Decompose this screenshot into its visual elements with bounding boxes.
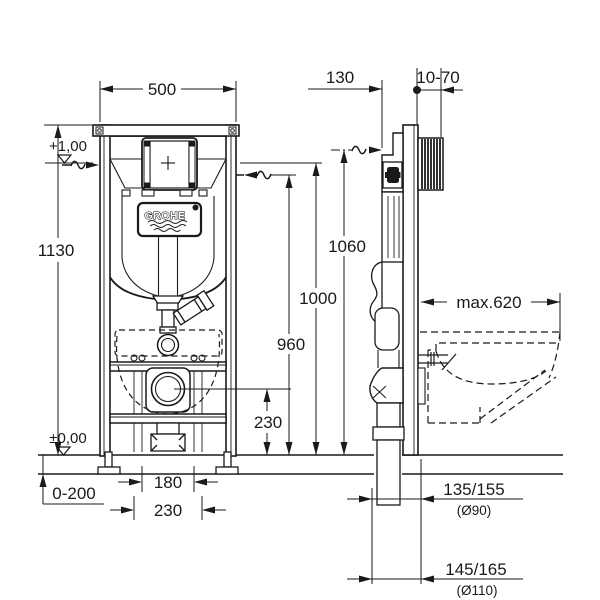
frame-rail-left xyxy=(99,124,111,457)
dim-label-135-155: 135/155 xyxy=(443,480,504,499)
arrowhead-icon xyxy=(369,85,382,93)
cross-rail-lower xyxy=(109,413,227,424)
arrowhead-icon xyxy=(121,506,134,514)
dim-label-145-165: 145/165 xyxy=(445,560,506,579)
wall-anchor-rod xyxy=(417,137,444,191)
soil-pipe-lower xyxy=(376,439,401,506)
soil-pipe-collar xyxy=(372,426,405,441)
dim-outlet-110: 145/165 (Ø110) xyxy=(347,560,523,598)
arrowhead-icon xyxy=(39,474,47,487)
dim-fixing-230: 230 xyxy=(110,496,226,520)
arrowhead-icon xyxy=(441,86,454,94)
dim-outlet-90: 135/155 (Ø90) xyxy=(347,459,523,584)
dim-label-max620: max.620 xyxy=(456,293,521,312)
soil-pipe-upper xyxy=(376,402,401,428)
dim-height-1000: 1000 xyxy=(240,162,337,455)
level-triangle-icon xyxy=(55,446,72,456)
frame-rail-right xyxy=(225,124,237,457)
frame-top-plate xyxy=(92,124,240,137)
logo-waves-icon xyxy=(147,220,188,232)
dim-label-outlet-230: 230 xyxy=(254,413,282,432)
dim-label-dia90: (Ø90) xyxy=(457,503,492,518)
arrowhead-icon xyxy=(359,575,372,583)
arrowhead-icon xyxy=(202,506,215,514)
arrowhead-icon xyxy=(421,298,434,306)
arrowhead-icon xyxy=(312,163,320,176)
arrowhead-icon xyxy=(263,442,271,455)
arrowhead-icon xyxy=(359,495,372,503)
water-supply-fitting xyxy=(382,161,403,189)
arrowhead-icon xyxy=(244,171,257,179)
section-arrow-left xyxy=(62,160,99,170)
dim-fixing-180: 180 xyxy=(118,466,218,492)
arrowhead-icon xyxy=(340,442,348,455)
dim-height-1060: 1060 xyxy=(328,145,382,455)
drain-fitting xyxy=(150,422,186,452)
arrowhead-icon xyxy=(263,389,271,402)
dim-label-500: 500 xyxy=(148,80,176,99)
level-label-plus100: +1,00 xyxy=(49,138,87,155)
level-marker-top: +1,00 xyxy=(45,138,93,164)
arrowhead-icon xyxy=(421,575,434,583)
dim-label-1000: 1000 xyxy=(299,289,337,308)
arrowhead-icon xyxy=(129,478,142,486)
section-arrow-right xyxy=(236,170,296,180)
dim-label-dia110: (Ø110) xyxy=(456,583,497,598)
arrowhead-icon xyxy=(340,150,348,163)
level-triangle-icon xyxy=(56,154,73,164)
arrowhead-icon xyxy=(223,85,236,93)
arrowhead-icon xyxy=(86,161,99,169)
arrowhead-icon xyxy=(194,478,207,486)
dim-label-230: 230 xyxy=(154,501,182,520)
level-marker-zero: ±0,00 xyxy=(49,430,87,456)
floor-lines xyxy=(38,454,563,475)
arrowhead-icon xyxy=(312,442,320,455)
dim-bowl-max-620: max.620 xyxy=(421,293,561,341)
arrowhead-icon xyxy=(285,442,293,455)
bowl-outline-side xyxy=(420,331,561,424)
dim-label-1060: 1060 xyxy=(328,237,366,256)
dim-outlet-height-230: 230 xyxy=(174,388,291,455)
dim-label-1130: 1130 xyxy=(38,241,75,260)
dim-height-960: 960 xyxy=(277,175,305,455)
grohe-logo-text: GROHE xyxy=(144,210,185,222)
datum-dot-icon xyxy=(413,86,421,94)
side-cistern-body xyxy=(381,191,404,263)
dim-floor-0-200: 0-200 xyxy=(39,455,104,505)
arrowhead-icon xyxy=(547,298,560,306)
arrowhead-icon xyxy=(100,85,113,93)
side-view-frame xyxy=(369,124,457,506)
flush-valve-outlet xyxy=(151,295,185,334)
dim-depth-130: 130 xyxy=(308,68,383,148)
wc-fixing-stud xyxy=(418,352,457,371)
fixing-bolt-stems xyxy=(133,371,203,452)
arrowhead-icon xyxy=(285,175,293,188)
dim-label-130: 130 xyxy=(326,68,354,87)
dim-wall-10-70: 10-70 xyxy=(413,68,463,137)
dim-label-0-200: 0-200 xyxy=(52,484,95,503)
dim-height-1130: 1130 xyxy=(38,124,92,455)
dim-label-180: 180 xyxy=(154,473,182,492)
dimensioning: 500 1130 +1,00 ±0,00 xyxy=(38,68,561,598)
adjustable-feet xyxy=(97,451,239,475)
bowl-outline-front xyxy=(114,329,223,415)
dim-label-960: 960 xyxy=(277,335,305,354)
dim-label-10-70: 10-70 xyxy=(416,68,459,87)
angled-connector xyxy=(172,289,215,326)
dim-width-500: 500 xyxy=(99,80,237,122)
arrowhead-icon xyxy=(369,146,382,154)
wc-connector-strip xyxy=(417,367,426,405)
side-rail xyxy=(402,124,419,456)
flush-plate-opening xyxy=(141,137,198,191)
level-label-zero: ±0,00 xyxy=(49,430,86,447)
pipe-clamp xyxy=(374,307,400,351)
arrowhead-icon xyxy=(54,125,62,138)
grohe-logo-plate: GROHE xyxy=(136,201,203,238)
arrowhead-icon xyxy=(421,495,434,503)
registered-mark-icon xyxy=(192,204,199,211)
